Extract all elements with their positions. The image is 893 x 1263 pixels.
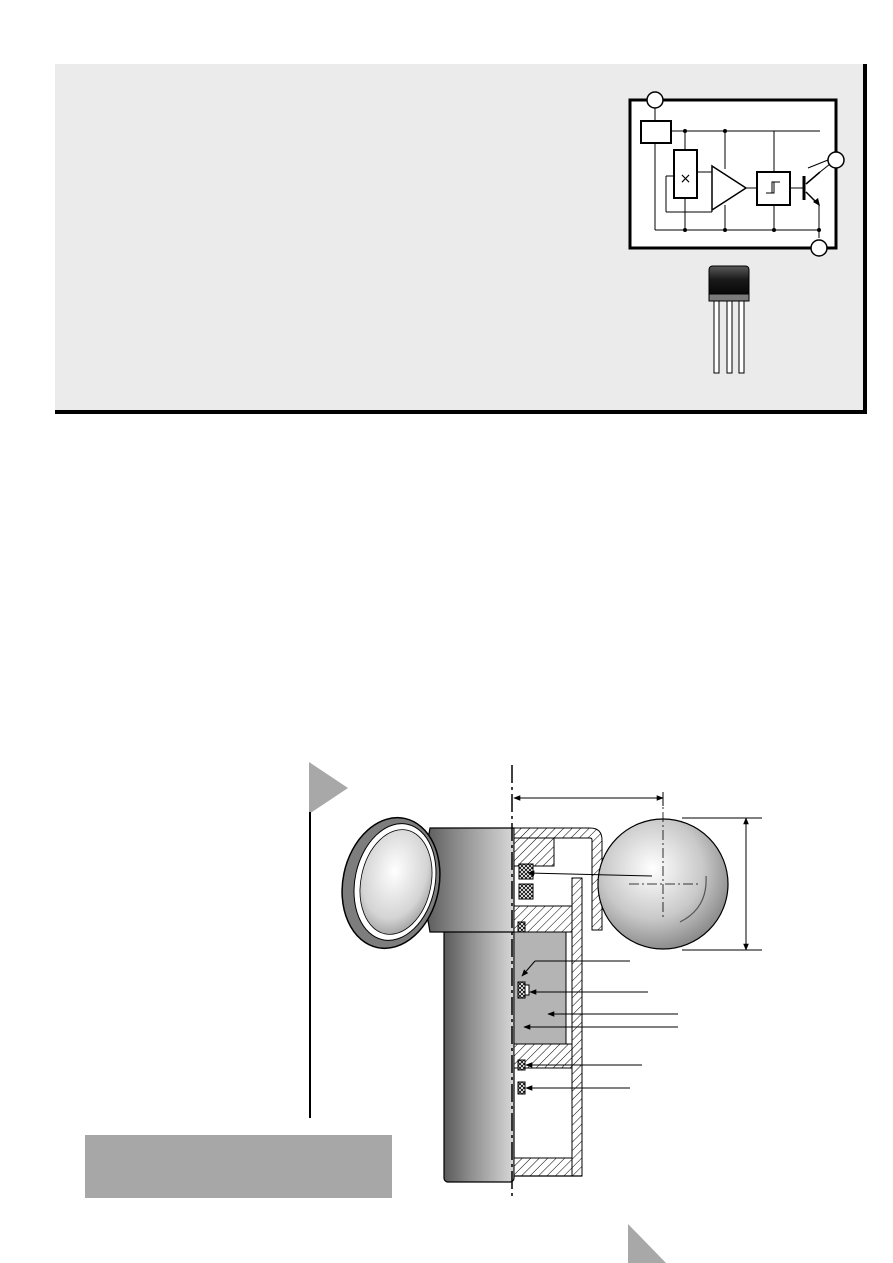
package-pins (713, 300, 745, 374)
junction-dots (683, 129, 821, 232)
section-marker-2 (628, 1224, 666, 1263)
seal-2 (517, 1059, 526, 1071)
hall-cross-symbol: × (680, 171, 692, 187)
output-transistor (802, 163, 831, 206)
hall-ic (517, 981, 526, 999)
regulator-block (640, 120, 672, 144)
amplifier-triangle (711, 164, 748, 212)
terminal-ground (810, 239, 828, 257)
coil-lower (518, 883, 534, 900)
seal-1 (517, 921, 526, 933)
caption-box (85, 1135, 392, 1198)
terminal-supply (646, 91, 664, 109)
hollow-shaft (443, 919, 515, 1183)
circuit-wires (654, 108, 829, 238)
section-marker-1 (309, 762, 348, 814)
sensor-package (708, 265, 750, 374)
flux-sheet-outer (513, 827, 603, 931)
hall-element (673, 149, 698, 199)
coil-upper (518, 863, 534, 880)
magnet-cap-face (359, 829, 433, 935)
seal-3 (517, 1081, 526, 1095)
circuit-diagram: × (628, 91, 845, 257)
sectional-drawing (341, 765, 762, 1200)
ball-highlight (679, 875, 707, 923)
bottom-block (513, 1157, 573, 1177)
hysteresis-symbol (766, 181, 780, 194)
upper-block (513, 837, 555, 867)
dimension-lines (513, 792, 762, 951)
terminal-output (827, 151, 845, 169)
leader-lines (521, 870, 678, 1091)
